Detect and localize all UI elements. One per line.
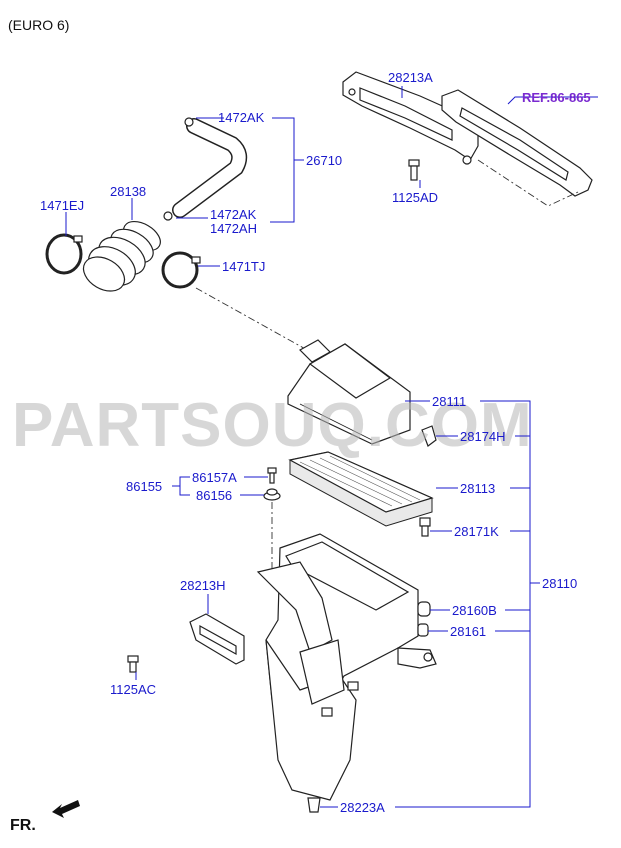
clamp-1471TJ xyxy=(161,251,201,289)
label-86155[interactable]: 86155 xyxy=(126,479,162,494)
reference-link[interactable]: REF.86-865 xyxy=(522,90,591,105)
label-28171K[interactable]: 28171K xyxy=(454,524,499,539)
label-28174H[interactable]: 28174H xyxy=(460,429,506,444)
label-1471EJ[interactable]: 1471EJ xyxy=(40,198,84,213)
label-86157A[interactable]: 86157A xyxy=(192,470,237,485)
bolt-1125AD xyxy=(408,159,420,181)
bolt-86157A xyxy=(267,467,277,484)
leader-lines xyxy=(65,86,598,808)
label-26710[interactable]: 26710 xyxy=(306,153,342,168)
label-1471TJ[interactable]: 1471TJ xyxy=(222,259,265,274)
intake-hose-bellows xyxy=(82,220,161,292)
grommet-28171K xyxy=(419,517,431,537)
label-28138[interactable]: 28138 xyxy=(110,184,146,199)
forward-arrow-icon xyxy=(52,800,80,818)
breather-hose xyxy=(163,117,248,221)
direction-label: FR. xyxy=(10,817,36,834)
air-cleaner-body xyxy=(256,533,437,801)
watermark: PARTSOUQ.COM xyxy=(12,391,533,460)
reference-panel xyxy=(441,89,593,197)
clip-28223A xyxy=(307,797,321,813)
mount-28160B xyxy=(417,601,431,617)
label-1472AK[interactable]: 1472AK xyxy=(218,110,265,125)
label-86156[interactable]: 86156 xyxy=(196,488,232,503)
label-28223A[interactable]: 28223A xyxy=(340,800,385,815)
label-1472AH[interactable]: 1472AH xyxy=(210,221,257,236)
label-28160B[interactable]: 28160B xyxy=(452,603,497,618)
label-28111[interactable]: 28111 xyxy=(432,394,466,409)
reference-dash-line xyxy=(477,159,579,207)
variant-header: (EURO 6) xyxy=(8,17,69,33)
grommet-86156 xyxy=(263,488,281,501)
clip-28174H xyxy=(421,425,437,447)
label-28213A[interactable]: 28213A xyxy=(388,70,433,85)
label-1125AD[interactable]: 1125AD xyxy=(392,190,438,205)
label-28213H[interactable]: 28213H xyxy=(180,578,226,593)
clamp-1471EJ xyxy=(45,233,83,275)
label-1125AC[interactable]: 1125AC xyxy=(110,682,156,697)
air-filter-element xyxy=(288,451,434,527)
alignment-dash-line-upper xyxy=(195,287,319,357)
label-28161[interactable]: 28161 xyxy=(450,624,486,639)
label-28113[interactable]: 28113 xyxy=(460,481,495,496)
bracket-28213H xyxy=(189,613,245,665)
air-guide-bracket-upper xyxy=(342,71,479,165)
label-1472AK-2[interactable]: 1472AK xyxy=(210,207,257,222)
air-cleaner-cover xyxy=(287,339,411,445)
bolt-1125AC xyxy=(127,655,139,673)
label-28110[interactable]: 28110 xyxy=(542,576,577,591)
mount-28161 xyxy=(417,623,429,637)
